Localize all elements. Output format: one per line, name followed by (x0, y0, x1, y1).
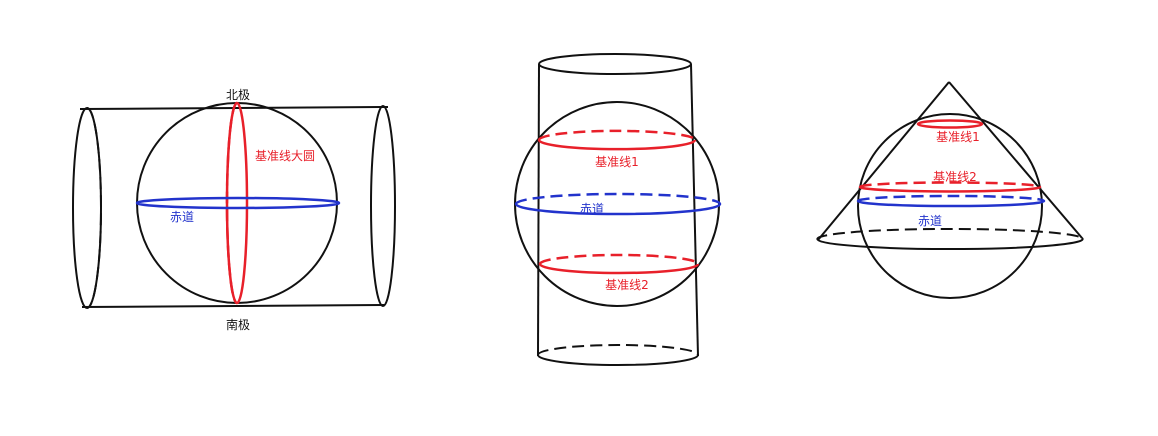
cone-base-front (817, 237, 1084, 251)
globe-sphere (514, 101, 720, 307)
equator-front (856, 199, 1046, 208)
equator-label: 赤道 (170, 210, 194, 224)
standard-line-1-label: 基准线1 (595, 155, 639, 169)
cylinder-left-end-hidden (86, 107, 102, 309)
standard-line-2-front (858, 185, 1042, 193)
globe-sphere (136, 102, 338, 304)
north-pole-label: 北极 (226, 88, 250, 102)
standard-line-2-front (538, 263, 700, 275)
globe-sphere (857, 113, 1043, 299)
standard-line-2-back (858, 181, 1042, 189)
standard-line-2-back (538, 253, 700, 265)
equator-front (514, 203, 722, 216)
cylinder-top-end (538, 53, 692, 75)
equator-back (514, 192, 722, 205)
standard-great-circle-label: 基准线大圆 (255, 149, 315, 163)
cylinder-bottom-end-front (537, 354, 699, 366)
standard-line-2-label: 基准线2 (605, 278, 649, 292)
secant-cylinder-figure: 基准线1 赤道 基准线2 (514, 53, 722, 366)
standard-line-2-label: 基准线2 (933, 170, 977, 184)
equator-line (135, 196, 341, 210)
equator-back (856, 194, 1046, 203)
standard-great-circle-hidden (225, 101, 238, 305)
standard-line-1-label: 基准线1 (936, 130, 980, 144)
equator-label: 赤道 (918, 214, 942, 228)
cylinder-bottom-edge (81, 304, 386, 308)
equator-label: 赤道 (580, 202, 604, 216)
standard-line-1-back (537, 129, 697, 141)
secant-cone-figure: 基准线1 基准线2 赤道 (816, 81, 1084, 299)
cone-left-edge (817, 81, 950, 241)
standard-line-1 (916, 119, 984, 129)
south-pole-label: 南极 (226, 317, 250, 332)
cone-base-back (816, 227, 1083, 241)
cone-right-edge (948, 81, 1083, 239)
cylinder-right-end (370, 105, 396, 307)
cylinder-bottom-end-hidden (537, 344, 699, 356)
standard-line-1-front (537, 139, 697, 151)
transverse-cylinder-figure: 北极 南极 基准线大圆 赤道 (72, 88, 396, 332)
